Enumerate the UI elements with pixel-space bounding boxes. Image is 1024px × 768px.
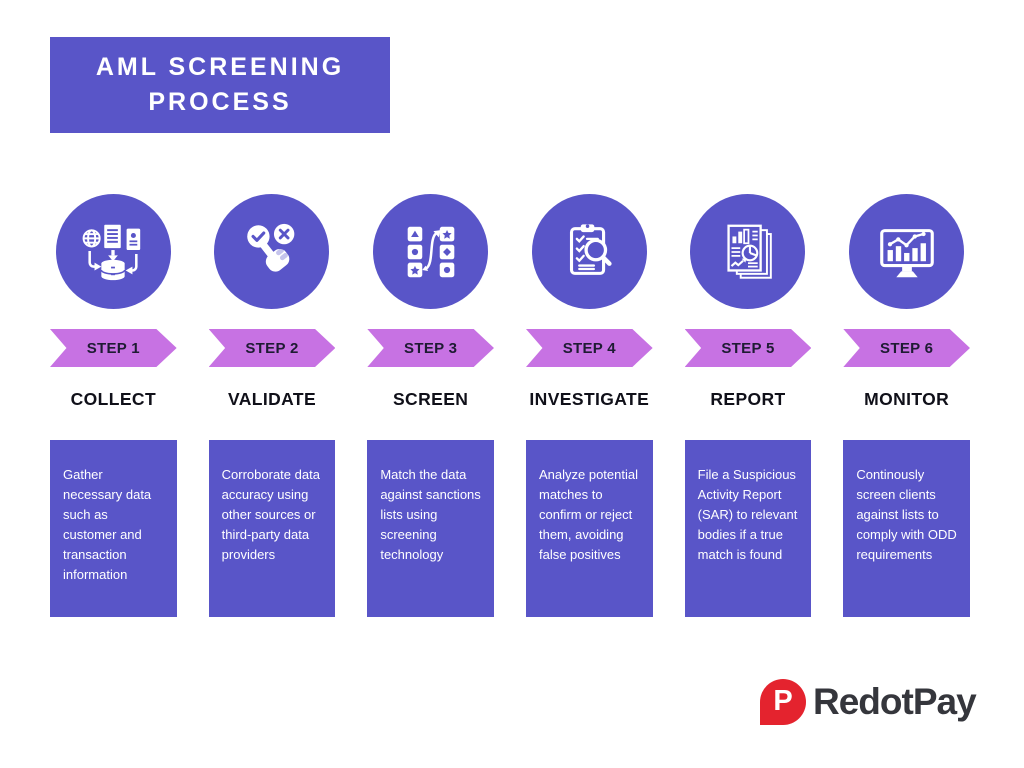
step-description: Match the data against sanctions lists u… — [367, 440, 494, 617]
step-label: STEP 6 — [880, 339, 934, 357]
step-label: STEP 2 — [245, 339, 299, 357]
title-line-2: PROCESS — [148, 88, 292, 116]
step-label: STEP 3 — [404, 339, 458, 357]
process-columns: STEP 1 COLLECT Gather necessary data suc… — [50, 194, 970, 617]
logo-letter: P — [773, 684, 793, 717]
step-icon-circle — [849, 194, 965, 309]
step-arrow: STEP 1 — [50, 329, 177, 367]
monitor-chart-icon — [873, 218, 941, 286]
step-name: VALIDATE — [227, 389, 317, 409]
step-column-monitor: STEP 6 MONITOR Continously screen client… — [843, 194, 970, 617]
list-matching-icon — [397, 218, 465, 286]
step-arrow: STEP 2 — [208, 329, 336, 367]
title-block: AML SCREENING PROCESS — [50, 37, 390, 133]
step-name: INVESTIGATE — [529, 389, 650, 409]
step-column-validate: STEP 2 VALIDATE Corroborate data accurac… — [208, 194, 336, 617]
step-name: SCREEN — [392, 389, 469, 409]
redotpay-logo: P RedotPay — [760, 679, 977, 725]
step-column-screen: STEP 3 SCREEN Match the data against san… — [367, 194, 494, 617]
step-icon-circle — [373, 194, 489, 309]
clipboard-magnifier-icon — [555, 218, 623, 286]
step-icon-circle — [55, 194, 171, 309]
step-description: Analyze potential matches to confirm or … — [525, 440, 653, 617]
step-name: MONITOR — [864, 389, 950, 409]
step-label: STEP 4 — [562, 339, 616, 357]
step-description: Gather necessary data such as customer a… — [50, 440, 177, 617]
step-name: REPORT — [710, 389, 786, 409]
step-description: File a Suspicious Activity Report (SAR) … — [684, 440, 812, 617]
step-column-report: STEP 5 REPORT File a Suspicious Activity… — [684, 194, 812, 617]
step-label: STEP 1 — [86, 339, 140, 357]
step-arrow: STEP 6 — [843, 329, 970, 367]
step-name: COLLECT — [70, 389, 157, 409]
redotpay-logo-text: RedotPay — [813, 681, 977, 722]
step-label: STEP 5 — [721, 339, 775, 357]
step-arrow: STEP 5 — [684, 329, 812, 367]
step-description: Continously screen clients against lists… — [843, 440, 970, 617]
step-arrow: STEP 4 — [525, 329, 653, 367]
step-arrow: STEP 3 — [367, 329, 494, 367]
step-description: Corroborate data accuracy using other so… — [208, 440, 336, 617]
step-column-collect: STEP 1 COLLECT Gather necessary data suc… — [50, 194, 177, 617]
step-column-investigate: STEP 4 INVESTIGATE Analyze potential mat… — [525, 194, 653, 617]
step-icon-circle — [690, 194, 806, 309]
report-document-icon — [714, 218, 782, 286]
title-line-1: AML SCREENING — [95, 53, 345, 81]
step-icon-circle — [531, 194, 647, 309]
step-icon-circle — [214, 194, 330, 309]
data-collection-icon — [79, 218, 147, 286]
redotpay-logo-icon: P — [760, 679, 806, 725]
validation-hand-check-icon — [238, 218, 306, 286]
